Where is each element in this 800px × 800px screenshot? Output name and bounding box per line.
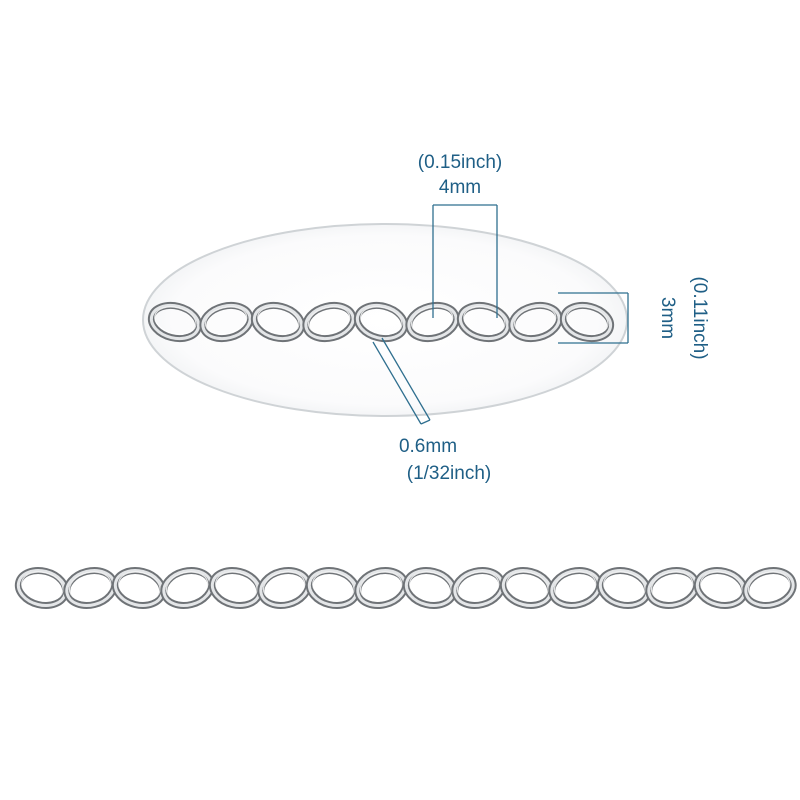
link-width-inch-label: (0.15inch) [418, 152, 503, 173]
chain-link [63, 567, 118, 609]
chain-link [451, 567, 506, 609]
magnified-chain-link [302, 301, 357, 343]
magnified-chain-link [353, 301, 409, 343]
full-size-chain [14, 567, 797, 609]
chain-link [548, 567, 603, 609]
chain-link [160, 567, 215, 609]
chain-link [693, 567, 749, 609]
chain-link [402, 567, 458, 609]
chain-link [742, 567, 797, 609]
magnified-chain-link [508, 301, 563, 343]
chain-link [354, 567, 409, 609]
chain-link [305, 567, 361, 609]
link-width-mm-label: 4mm [439, 177, 481, 198]
chain-link [596, 567, 652, 609]
wire-thickness-dimension [372, 337, 431, 425]
wire-thickness-mm-label: 0.6mm [399, 436, 457, 457]
magnified-chain-link [147, 301, 203, 343]
chain-link [111, 567, 167, 609]
magnified-chain-link [456, 301, 512, 343]
link-width-dimension [432, 204, 498, 318]
wire-thickness-inch-label: (1/32inch) [407, 463, 492, 484]
magnified-chain-link [405, 301, 460, 343]
chain-link [499, 567, 555, 609]
chain-link [208, 567, 264, 609]
magnified-chain-link [559, 301, 615, 343]
magnifier-oval [142, 223, 628, 417]
chain-link [645, 567, 700, 609]
chain-link [257, 567, 312, 609]
link-height-mm-label: 3mm [657, 297, 678, 339]
link-height-inch-label: (0.11inch) [689, 276, 710, 359]
link-height-dimension [558, 292, 629, 344]
magnified-chain-link [250, 301, 306, 343]
magnified-chain-link [199, 301, 254, 343]
chain-link [14, 567, 70, 609]
magnified-chain [147, 301, 615, 343]
